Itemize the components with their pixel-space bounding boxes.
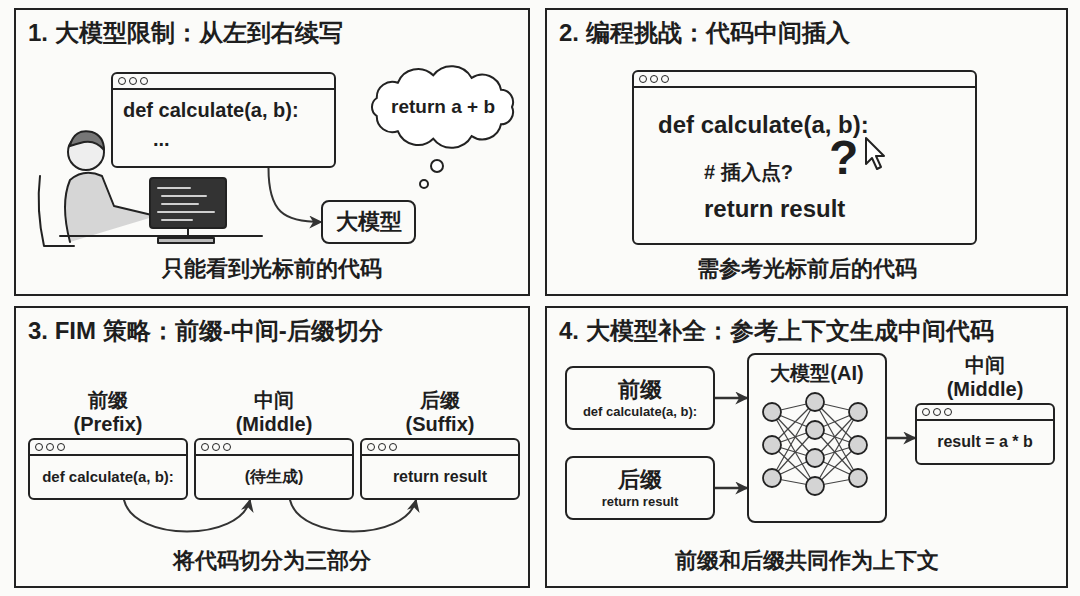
connector-arrow (124, 500, 250, 532)
panel-title: 2. 编程挑战：代码中间插入 (559, 18, 850, 48)
network-neuron (849, 436, 867, 454)
network-neuron (849, 469, 867, 487)
window-dot (223, 443, 231, 451)
window-title-bar (634, 72, 975, 88)
person-hair (70, 131, 104, 150)
monitor-code-lines (158, 188, 214, 220)
panel-caption: 将代码切分为三部分 (16, 547, 528, 575)
panel-caption: 前缀和后缀共同作为上下文 (547, 547, 1066, 575)
person-body (65, 173, 156, 242)
window-dot (46, 443, 54, 451)
node-text: def calculate(a, b): (30, 456, 186, 498)
window-dot (35, 443, 43, 451)
window-dot (661, 75, 669, 83)
desk (60, 235, 262, 237)
window-dot (201, 443, 209, 451)
connector-arrow (715, 397, 747, 400)
window-dot (922, 408, 930, 416)
panel-caption: 只能看到光标前的代码 (16, 255, 528, 283)
window-dot (389, 443, 397, 451)
middle-window: 中间 (Middle)(待生成) (194, 438, 354, 500)
suffix-box: 后缀return result (565, 456, 715, 520)
panel: 3. FIM 策略：前缀-中间-后缀切分将代码切分为三部分 前缀 (Prefix)… (14, 306, 530, 588)
network-neuron (806, 477, 824, 495)
panel: 4. 大模型补全：参考上下文生成中间代码前缀和后缀共同作为上下文 前缀def ca… (545, 306, 1068, 588)
code-window: def calculate(a, b):... (111, 72, 336, 168)
window-dot (650, 75, 658, 83)
node-text: ... (113, 123, 334, 152)
prefix-window: 前缀 (Prefix)def calculate(a, b): (28, 438, 188, 500)
middle-window: 中间 (Middle)result = a * b (915, 403, 1055, 465)
window-dot (367, 443, 375, 451)
panel: 2. 编程挑战：代码中间插入需参考光标前后的代码def calculate(a,… (545, 8, 1068, 296)
model-box: 大模型 (321, 200, 416, 244)
neural-network (763, 393, 867, 495)
model-box: 大模型(AI) (747, 353, 887, 523)
window-heading: 后缀 (Suffix) (390, 388, 490, 436)
network-neuron (849, 403, 867, 421)
node-text: def calculate(a, b): (113, 90, 334, 123)
node-text: def calculate(a, b): (583, 404, 697, 420)
window-heading: 中间 (Middle) (224, 388, 324, 436)
window-dot (378, 443, 386, 451)
window-heading: 中间 (Middle) (935, 353, 1035, 401)
window-dot (140, 77, 148, 85)
network-neuron (806, 393, 824, 411)
window-title-bar (362, 440, 518, 456)
node-text: return a + b (391, 95, 495, 119)
node-text: 后缀 (618, 466, 662, 494)
connector-arrow (887, 437, 915, 440)
node-text: ? (829, 128, 858, 188)
node-text: # 插入点? (704, 160, 793, 185)
window-heading: 前缀 (Prefix) (58, 388, 158, 436)
node-text: return result (704, 194, 845, 224)
node-text: (待生成) (196, 456, 352, 498)
panel: 1. 大模型限制：从左到右续写只能看到光标前的代码 def calculate(a… (14, 8, 530, 296)
node-text: 大模型(AI) (770, 361, 863, 386)
panel-title: 4. 大模型补全：参考上下文生成中间代码 (559, 316, 994, 346)
window-title-bar (917, 405, 1053, 421)
connector-arrow (290, 500, 416, 532)
node-text: return result (362, 456, 518, 498)
node-text: result = a * b (917, 421, 1053, 463)
monitor-stand (187, 228, 189, 236)
panel-title: 1. 大模型限制：从左到右续写 (28, 18, 343, 48)
window-dot (118, 77, 126, 85)
window-dot (57, 443, 65, 451)
person-at-computer (39, 131, 262, 246)
node-text: 大模型 (336, 208, 402, 236)
thought-dots (420, 160, 443, 188)
window-dot (212, 443, 220, 451)
keyboard (158, 238, 214, 243)
window-title-bar (30, 440, 186, 456)
suffix-window: 后缀 (Suffix)return result (360, 438, 520, 500)
thought-bubble: return a + b (364, 65, 522, 149)
monitor (150, 178, 226, 228)
connector-arrow (715, 487, 747, 490)
node-text: 前缀 (618, 376, 662, 404)
connector-arrow (269, 168, 322, 222)
mouse-cursor (866, 138, 884, 169)
node-text: return result (602, 494, 679, 510)
network-neuron (763, 436, 781, 454)
window-dot (933, 408, 941, 416)
code-window: def calculate(a, b):# 插入点??return result (632, 70, 977, 245)
network-neuron (763, 469, 781, 487)
window-title-bar (196, 440, 352, 456)
network-neuron (806, 421, 824, 439)
panel-caption: 需参考光标前后的代码 (547, 255, 1066, 283)
window-dot (944, 408, 952, 416)
network-neuron (806, 449, 824, 467)
network-neuron (763, 403, 781, 421)
thought-dot (431, 160, 443, 172)
panel-title: 3. FIM 策略：前缀-中间-后缀切分 (28, 316, 383, 346)
window-dot (639, 75, 647, 83)
prefix-box: 前缀def calculate(a, b): (565, 366, 715, 430)
thought-dot (420, 180, 428, 188)
window-dot (129, 77, 137, 85)
cloud-shape (372, 66, 513, 148)
window-title-bar (113, 74, 334, 90)
